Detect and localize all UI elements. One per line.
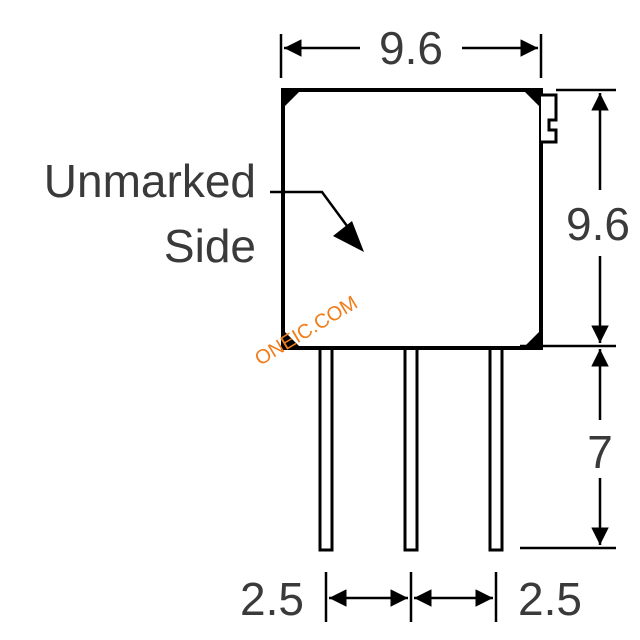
lead-length-label: 7 (587, 426, 613, 478)
pitch-dimension (324, 572, 498, 622)
unmarked-label: Unmarked (44, 155, 256, 207)
lead-right (488, 346, 504, 552)
side-label: Side (164, 220, 256, 272)
lead-left (318, 346, 334, 552)
pitch-right-label: 2.5 (518, 573, 582, 625)
watermark-text: ONEIC.COM (251, 292, 361, 370)
lead-length-dimension (520, 349, 616, 550)
callout-arrow (270, 190, 352, 231)
pitch-left-label: 2.5 (240, 573, 304, 625)
corner-chamfers (281, 88, 543, 350)
top-width-label: 9.6 (379, 22, 443, 74)
right-height-label: 9.6 (566, 198, 630, 250)
leads (318, 346, 504, 552)
top-dimension (279, 34, 543, 78)
right-dimension (520, 88, 616, 348)
adjust-tab (541, 93, 558, 144)
lead-middle (403, 346, 419, 552)
callout-arrowhead (333, 221, 364, 252)
